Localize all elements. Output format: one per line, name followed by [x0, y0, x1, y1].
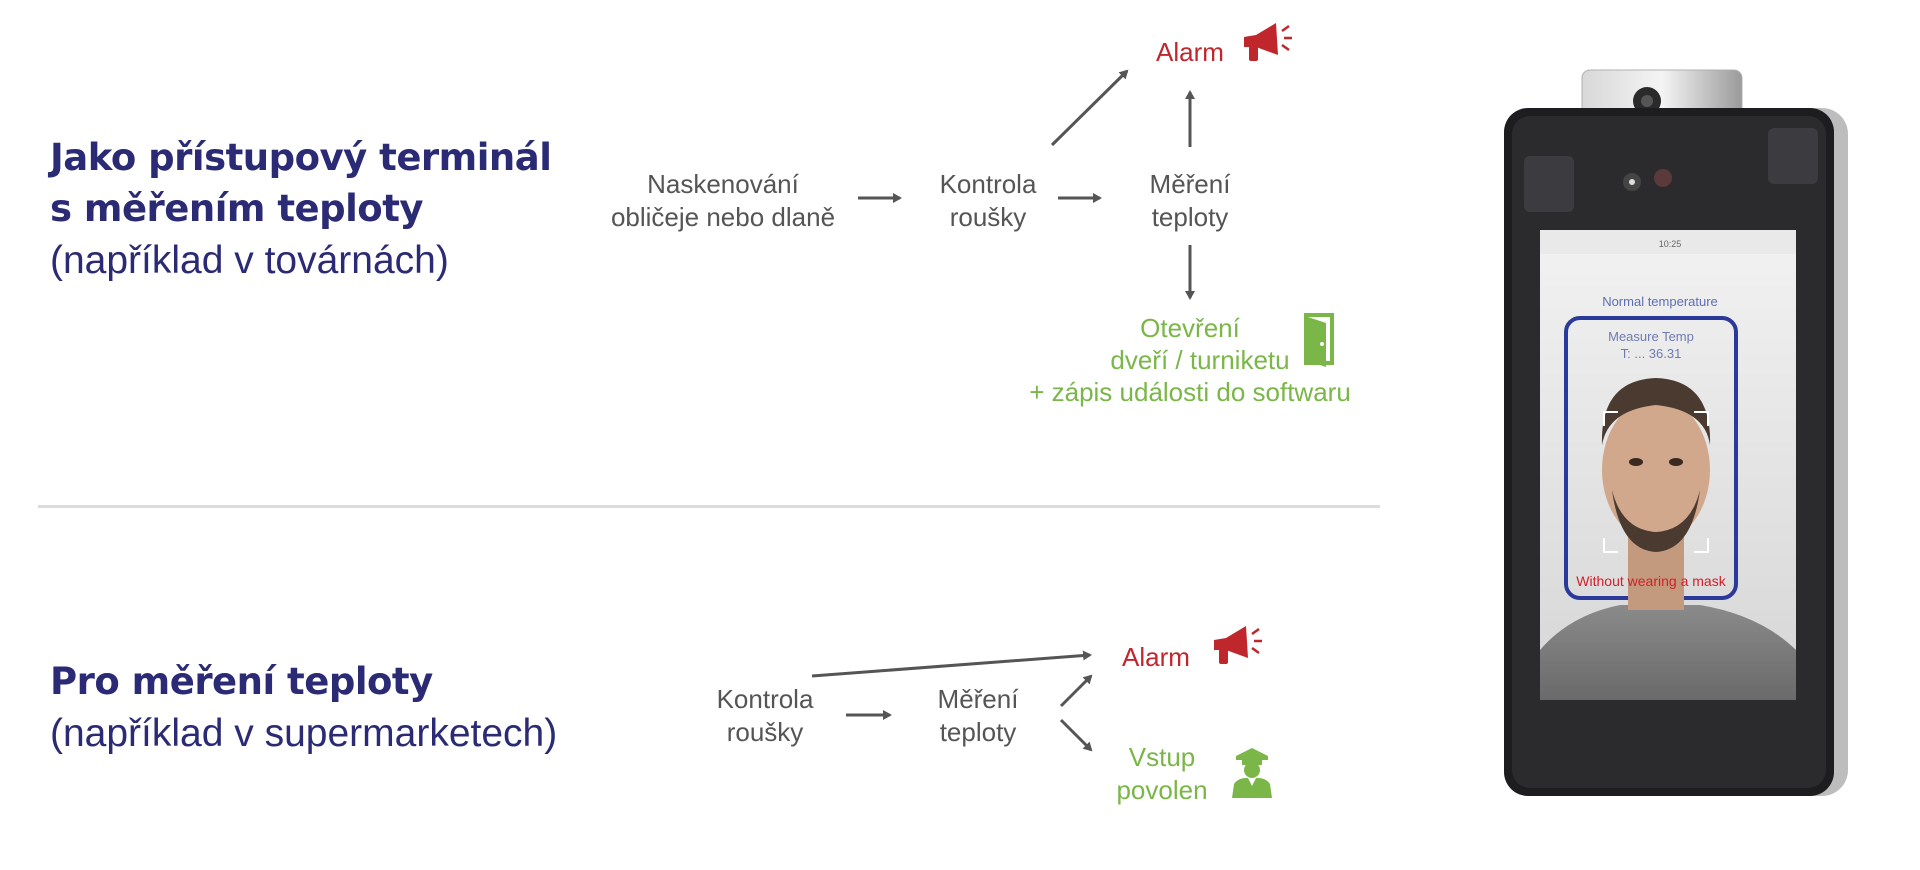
node-temperature-2: Měření teploty: [937, 684, 1019, 747]
node-temperature: Měření teploty: [1149, 169, 1231, 232]
open-door-text: Otevření dveří / turniketu + zápis událo…: [1010, 312, 1370, 408]
guard-icon: [1232, 748, 1272, 798]
arrow-temp2-to-allowed: [1059, 718, 1093, 752]
node-face-scan: Naskenování obličeje nebo dlaně: [610, 169, 836, 232]
entry-allowed-label: Vstup povolen: [1116, 742, 1208, 805]
arrow-mask-to-alarm: [1050, 69, 1129, 147]
screen-clock: 10:25: [1659, 239, 1682, 249]
open-door-line1: Otevření: [1140, 313, 1240, 343]
section2-subtitle: (například v supermarketech): [50, 712, 558, 755]
megaphone-icon-2: [1214, 626, 1262, 664]
face-recognition-terminal: 10:25 Normal temperature Measure Temp T:…: [1500, 60, 1850, 800]
door-icon: [1304, 313, 1334, 367]
open-door-line3: + zápis události do softwaru: [1029, 377, 1351, 407]
open-door-line2: dveří / turniketu: [1110, 345, 1290, 375]
alarm-label: Alarm: [1156, 37, 1224, 67]
node-mask-check-2: Kontrola roušky: [716, 684, 814, 747]
section1-subtitle: (například v továrnách): [50, 239, 449, 282]
screen-mask-warning: Without wearing a mask: [1576, 573, 1726, 589]
node-mask-check: Kontrola roušky: [939, 169, 1037, 232]
screen-normal-temp: Normal temperature: [1602, 294, 1718, 309]
section2-title: Pro měření teploty: [50, 660, 433, 703]
screen-temp-value: T: ... 36.31: [1621, 346, 1682, 361]
arrow-temp2-to-alarm: [1059, 674, 1093, 708]
terminal-illustration: 10:25 Normal temperature Measure Temp T:…: [1504, 69, 1848, 796]
alarm-label-2: Alarm: [1122, 642, 1190, 672]
megaphone-icon: [1244, 23, 1292, 61]
section1-title-line2: s měřením teploty: [50, 187, 424, 230]
section-divider: [38, 505, 1380, 508]
section1-title-line1: Jako přístupový terminál: [50, 136, 552, 179]
arrow-mask2-to-alarm: [811, 650, 1092, 678]
screen-measure-label: Measure Temp: [1608, 329, 1694, 344]
